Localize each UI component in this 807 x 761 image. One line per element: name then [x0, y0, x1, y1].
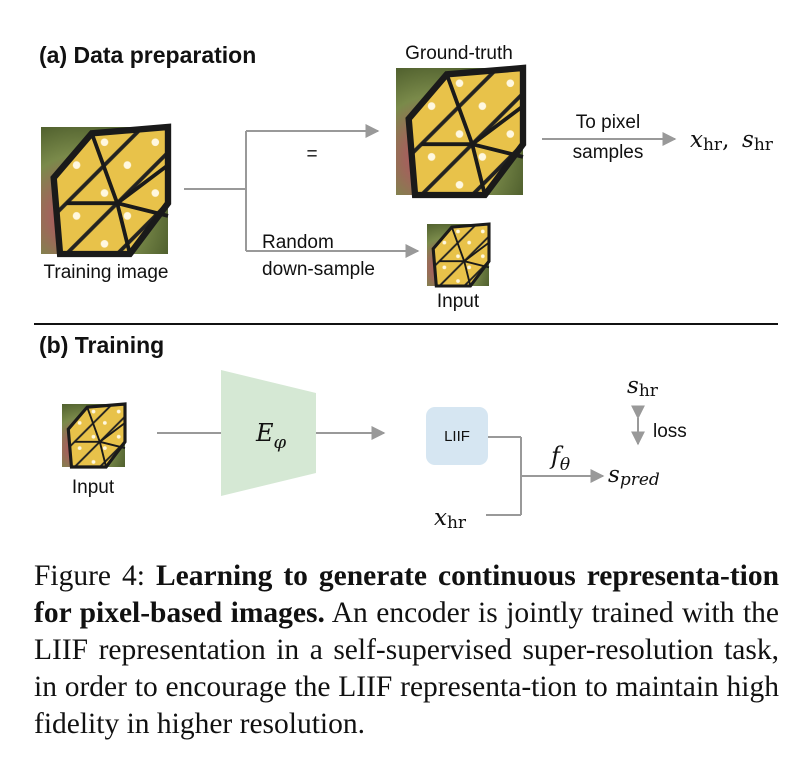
panel-b-heading: (b) Training — [39, 332, 164, 358]
to-pixel-label-line1: To pixel — [576, 112, 640, 133]
s-hr-subscript: hr — [754, 135, 774, 155]
to-pixel-label-line2: samples — [573, 142, 644, 163]
ground-truth-image — [396, 68, 523, 195]
s-hr-symbol: s — [742, 127, 754, 153]
input-label-a: Input — [437, 291, 480, 312]
s-pred-label: spred — [608, 462, 660, 490]
f-theta-label: fθ — [549, 442, 570, 475]
input-image-b — [60, 402, 127, 469]
caption-bold: Learning to generate continuous represen… — [34, 560, 779, 629]
hr-output-labels: xhr, shr — [690, 127, 774, 155]
equals-sign: = — [306, 144, 317, 165]
random-downsample-label-line1: Random — [262, 232, 334, 253]
comma: , — [722, 127, 729, 153]
x-hr-symbol: x — [690, 127, 703, 153]
encoder-block — [221, 370, 316, 496]
input-label-b: Input — [72, 477, 115, 498]
liif-block — [426, 407, 488, 465]
x-hr-label-b: xhr — [434, 505, 467, 533]
svg-text:xhr,: xhr, — [690, 127, 729, 155]
liif-query-connector — [486, 436, 605, 516]
figure-caption: Figure 4: Learning to generate continuou… — [34, 558, 779, 743]
training-image-label: Training image — [44, 262, 169, 283]
random-downsample-label-line2: down-sample — [262, 259, 375, 280]
panel-a-heading: (a) Data preparation — [39, 42, 256, 68]
split-connector — [184, 124, 420, 258]
training-image — [41, 127, 168, 254]
x-hr-subscript: hr — [703, 135, 723, 155]
svg-text:shr: shr — [742, 127, 774, 155]
caption-prefix: Figure 4: — [34, 560, 156, 592]
encoder-label: Eφ — [255, 419, 287, 453]
liif-label: LIIF — [444, 428, 470, 445]
ground-truth-label: Ground-truth — [405, 43, 513, 64]
caption-body: An encoder is jointly trained with the L… — [34, 597, 779, 740]
s-hr-label-b: shr — [627, 373, 659, 401]
downsampled-input-image — [425, 222, 491, 288]
figure-diagram: (a) Data preparation Training image = Gr… — [34, 42, 778, 533]
loss-label: loss — [653, 421, 687, 442]
